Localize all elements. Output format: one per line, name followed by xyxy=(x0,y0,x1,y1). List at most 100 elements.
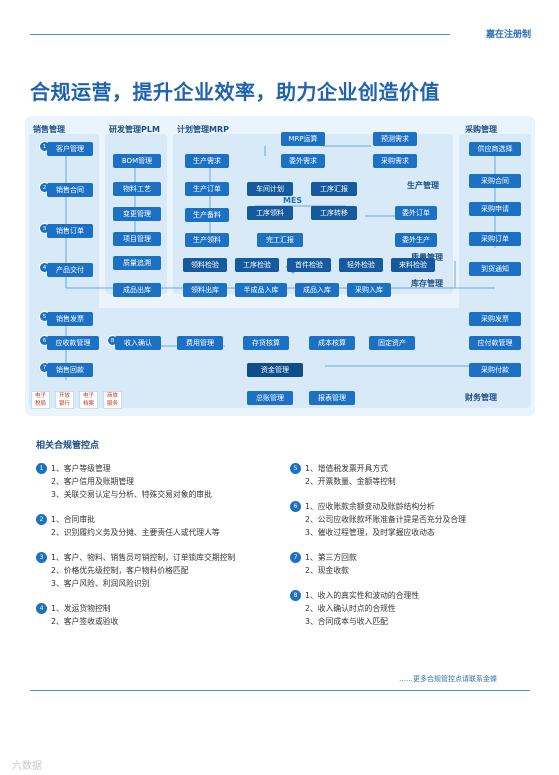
node-sales-invoice[interactable]: 销售发票 xyxy=(47,312,93,326)
node-purchase-demand[interactable]: 采购需求 xyxy=(373,154,417,168)
node-project-mgmt[interactable]: 项目管理 xyxy=(113,232,161,246)
node-receiving-inspect[interactable]: 来料检验 xyxy=(391,258,435,272)
control-number-badge: 7 xyxy=(290,552,301,563)
node-purchase-payment[interactable]: 采购付款 xyxy=(469,363,521,377)
node-cost-calc[interactable]: 成本核算 xyxy=(309,336,355,350)
control-item-text: 2、开票数量、金额等控制 xyxy=(305,477,396,486)
control-number-badge: 4 xyxy=(36,603,47,614)
node-ledger[interactable]: 总账管理 xyxy=(247,391,293,405)
section-sales: 销售管理 xyxy=(33,125,65,134)
node-material-out[interactable]: 领料出库 xyxy=(183,283,227,297)
node-purchase-order[interactable]: 采购订单 xyxy=(469,232,521,246)
node-production-pick[interactable]: 生产领料 xyxy=(185,233,229,247)
node-purchase-apply[interactable]: 采购申请 xyxy=(469,202,521,216)
node-process-report[interactable]: 工序汇报 xyxy=(311,182,357,196)
node-receivable[interactable]: 应收款管理 xyxy=(47,336,99,350)
control-item: 2、收入确认时点的合规性 xyxy=(290,602,540,615)
watermark: 六数据 xyxy=(12,761,42,772)
node-mrp-calc[interactable]: MRP运算 xyxy=(281,132,325,146)
node-inventory-cost[interactable]: 存货核算 xyxy=(243,336,289,350)
node-sales-contract[interactable]: 销售合同 xyxy=(47,183,93,197)
node-bom[interactable]: BOM管理 xyxy=(113,154,161,168)
node-first-inspect[interactable]: 首件检验 xyxy=(287,258,331,272)
node-payable[interactable]: 应付款管理 xyxy=(469,336,521,350)
node-process-inspect[interactable]: 工序检验 xyxy=(235,258,279,272)
control-item-text: 1、收入的真实性和波动的合理性 xyxy=(305,591,420,600)
node-fixed-assets[interactable]: 固定资产 xyxy=(369,336,415,350)
node-purchase-contract[interactable]: 采购合同 xyxy=(469,174,521,188)
node-purchase-invoice[interactable]: 采购发票 xyxy=(469,312,521,326)
node-purchase-in[interactable]: 采购入库 xyxy=(347,283,391,297)
section-rnd: 研发管理PLM xyxy=(109,125,160,134)
node-incoming-inspect[interactable]: 领料检验 xyxy=(183,258,227,272)
e-archive-logo: 电子 档案 xyxy=(79,391,99,409)
node-process-transfer[interactable]: 工序转移 xyxy=(311,206,357,220)
control-item-text: 2、价格优先级控制，客户物料价格匹配 xyxy=(51,566,189,575)
node-completion-report[interactable]: 完工汇报 xyxy=(257,233,303,247)
section-quality: 质量管理 xyxy=(411,252,443,263)
node-forecast[interactable]: 预测需求 xyxy=(373,132,417,146)
node-funds[interactable]: 资金管理 xyxy=(247,363,303,377)
tax-bureau-logo: 电子 税局 xyxy=(31,391,51,409)
control-number-badge: 8 xyxy=(290,590,301,601)
control-item-text: 1、增值税发票开具方式 xyxy=(305,464,388,473)
node-product-delivery[interactable]: 产品交付 xyxy=(47,263,93,277)
node-supplier-select[interactable]: 供应商选择 xyxy=(469,142,521,156)
controls-title: 相关合规管控点 xyxy=(36,441,100,451)
node-reports[interactable]: 报表管理 xyxy=(309,391,355,405)
business-flow-diagram: 销售管理 研发管理PLM 计划管理MRP 采购管理 生产管理 质量管理 库存管理… xyxy=(25,116,535,416)
node-process-pick[interactable]: 工序领料 xyxy=(247,206,293,220)
control-number-badge: 6 xyxy=(290,501,301,512)
page-title: 合规运营，提升企业效率，助力企业创造价值 xyxy=(30,80,440,104)
control-item: 2、价格优先级控制，客户物料价格匹配 xyxy=(36,564,276,577)
control-item: 2、开票数量、金额等控制 xyxy=(290,475,540,488)
mes-label: MES xyxy=(283,196,303,205)
node-finished-out[interactable]: 成品出库 xyxy=(113,283,161,297)
node-arrival-notice[interactable]: 到货通知 xyxy=(469,262,521,276)
node-outsource-production[interactable]: 委外生产 xyxy=(395,233,437,247)
control-item-text: 3、合同成本与收入匹配 xyxy=(305,617,388,626)
node-production-prep[interactable]: 生产备料 xyxy=(185,208,229,222)
node-sales-order[interactable]: 销售订单 xyxy=(47,224,93,238)
control-number-badge: 2 xyxy=(36,514,47,525)
node-material-process[interactable]: 物料工艺 xyxy=(113,182,161,196)
node-customer[interactable]: 客户管理 xyxy=(47,142,93,156)
node-revenue-confirm[interactable]: 收入确认 xyxy=(115,336,161,350)
control-item-text: 2、客户信用及账期管理 xyxy=(51,477,134,486)
control-group: 8 1、收入的真实性和波动的合理性 2、收入确认时点的合规性 3、合同成本与收入匹配 xyxy=(290,589,540,628)
node-production-order[interactable]: 生产订单 xyxy=(185,182,229,196)
node-quality-trace[interactable]: 质量追溯 xyxy=(113,256,161,270)
node-finished-in[interactable]: 成品入库 xyxy=(295,283,339,297)
node-change-mgmt[interactable]: 变更管理 xyxy=(113,207,161,221)
control-item: 3、关联交易认定与分析、特殊交易对象的审批 xyxy=(36,488,276,501)
control-item: 2、识别履约义务及分摊、主要责任人或代理人等 xyxy=(36,526,276,539)
node-outsource-inspect[interactable]: 轻外检验 xyxy=(339,258,383,272)
control-item: 8 1、收入的真实性和波动的合理性 xyxy=(290,589,540,602)
footer-rule xyxy=(30,690,530,691)
control-number-badge: 1 xyxy=(36,463,47,474)
node-production-demand[interactable]: 生产需求 xyxy=(185,154,229,168)
node-semi-in[interactable]: 半成品入库 xyxy=(235,283,287,297)
control-item-text: 2、客户签收或验收 xyxy=(51,617,119,626)
node-workshop-plan[interactable]: 车间计划 xyxy=(247,182,293,196)
node-sales-collection[interactable]: 销售回款 xyxy=(47,363,93,377)
control-item: 3、客户风险、利润风险识别 xyxy=(36,577,276,590)
control-item: 2、现金收款 xyxy=(290,564,540,577)
control-item-text: 2、收入确认时点的合规性 xyxy=(305,604,396,613)
section-inventory: 库存管理 xyxy=(411,279,443,288)
node-expense[interactable]: 费用管理 xyxy=(177,336,223,350)
node-outsource-order[interactable]: 委外订单 xyxy=(395,206,437,220)
node-outsource-demand[interactable]: 委外需求 xyxy=(281,154,325,168)
